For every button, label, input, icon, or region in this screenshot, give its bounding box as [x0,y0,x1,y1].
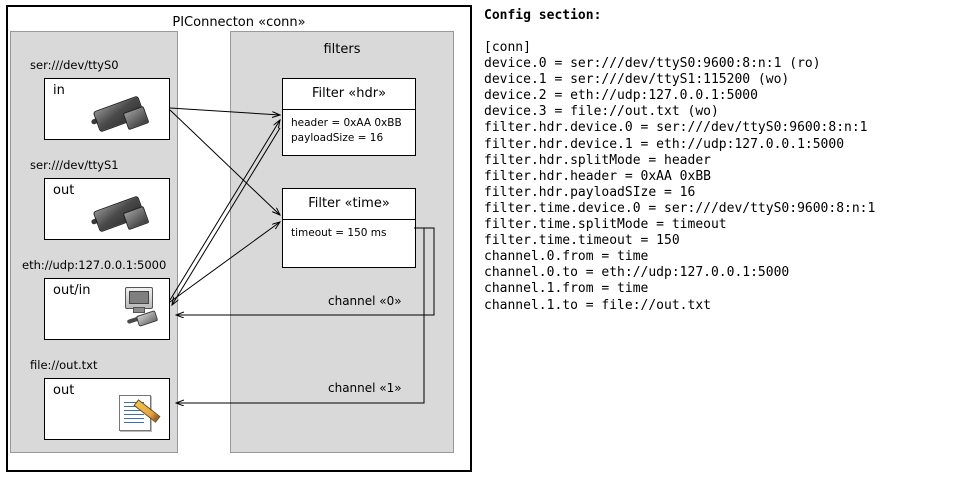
config-title: Config section: [484,8,602,23]
filter-title-hdr: Filter «hdr» [311,86,387,101]
file-edit-icon [115,393,161,433]
config-section: Config section: [conn] device.0 = ser://… [484,0,964,484]
filter-hdr-payload-line: payloadSize = 16 [291,132,384,144]
device-caption-in: in [53,83,65,98]
device-caption-out-file: out [53,383,75,398]
device-box-ttyS0: in [44,78,170,140]
outer-title: PIConnecton «conn» [172,15,306,30]
config-text: [conn] device.0 = ser:///dev/ttyS0:9600:… [484,40,876,313]
channel-1-label: channel «1» [328,381,402,395]
filter-box-time: Filter «time» timeout = 150 ms [282,188,416,268]
device-label-eth: eth://udp:127.0.0.1:5000 [22,258,167,272]
network-icon [125,287,163,331]
device-box-file: out [44,378,170,440]
filter-title-time: Filter «time» [308,196,390,211]
filter-time-timeout-line: timeout = 150 ms [291,227,387,239]
connection-arrows [169,107,435,484]
device-label-file: file://out.txt [30,358,98,372]
device-box-eth: out/in [44,278,170,340]
filter-hdr-header-line: header = 0xAA 0xBB [291,117,402,129]
device-box-ttyS1: out [44,178,170,240]
filter-box-hdr: Filter «hdr» header = 0xAA 0xBB payloadS… [282,78,416,156]
device-caption-out: out [53,183,75,198]
device-caption-out-in: out/in [53,283,91,298]
filters-panel-title: filters [323,42,361,57]
channel-0-label: channel «0» [328,294,402,308]
device-label-ttyS0: ser:///dev/ttyS0 [30,58,119,72]
device-label-ttyS1: ser:///dev/ttyS1 [30,158,119,172]
connection-diagram: PIConnecton «conn» filters ser:///dev/tt… [0,0,480,484]
